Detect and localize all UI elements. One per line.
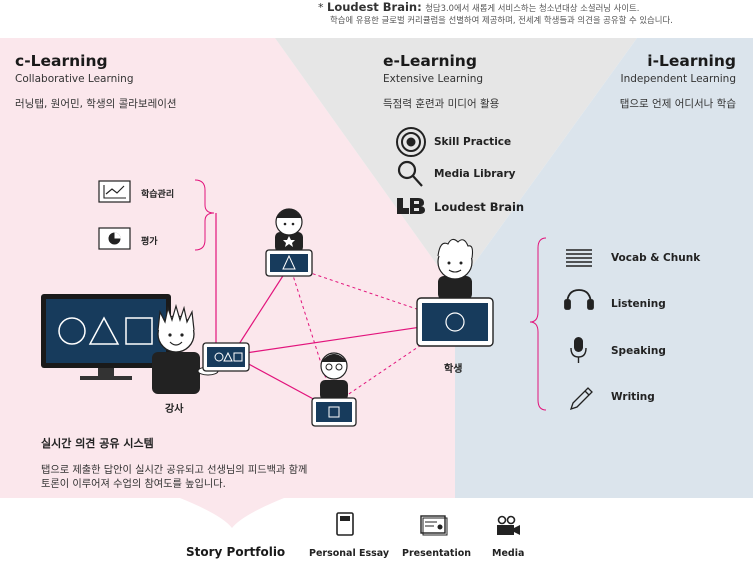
- teacher-tablet: [202, 342, 250, 372]
- notebook-icon: [336, 512, 354, 536]
- lines-icon: [566, 249, 592, 267]
- student-figure-1: [265, 208, 313, 277]
- tool-learning-management[interactable]: 학습관리: [141, 190, 175, 200]
- pencil-icon: [569, 387, 593, 411]
- system-desc-line-1: 탭으로 제출한 답안이 실시간 공유되고 선생님의 피드백과 함께: [41, 465, 308, 476]
- i-item-speaking[interactable]: Speaking: [611, 345, 666, 357]
- e-item-skill-practice[interactable]: Skill Practice: [434, 136, 512, 148]
- portfolio-media[interactable]: Media: [492, 548, 525, 559]
- pie-icon: [98, 227, 131, 250]
- e-learning-subtitle: Extensive Learning: [383, 73, 484, 85]
- e-learning-region: [275, 38, 637, 290]
- i-learning-region: [455, 38, 753, 498]
- teacher-figure: [152, 303, 219, 394]
- e-item-loudest-brain[interactable]: Loudest Brain: [434, 200, 525, 214]
- system-desc-line-2: 토론이 이루어져 수업의 참여도를 높입니다.: [41, 479, 226, 490]
- c-learning-arrow-tip: [0, 498, 284, 528]
- headphones-icon: [564, 289, 594, 310]
- classroom-display: [41, 294, 171, 380]
- tools-brace: [194, 179, 215, 251]
- c-learning-title: c-Learning: [15, 52, 108, 70]
- student-figure-3: [311, 352, 357, 427]
- i-learning-title: i-Learning: [647, 52, 736, 70]
- teacher-label: 강사: [165, 404, 184, 415]
- note-title: * Loudest Brain: 청담3.0에서 새롭게 서비스하는 청소년대상…: [318, 0, 640, 14]
- e-item-media-library[interactable]: Media Library: [434, 168, 516, 180]
- i-learning-brace: [529, 237, 547, 411]
- microphone-icon: [570, 337, 587, 363]
- tool-evaluation[interactable]: 평가: [141, 237, 158, 247]
- c-learning-desc: 러닝탭, 원어민, 학생의 콜라보레이션: [15, 98, 177, 110]
- portfolio-personal-essay[interactable]: Personal Essay: [309, 548, 390, 559]
- i-item-writing[interactable]: Writing: [611, 391, 655, 403]
- main-student-figure: [416, 238, 494, 347]
- magnifier-icon: [397, 160, 423, 187]
- c-learning-subtitle: Collaborative Learning: [15, 73, 134, 85]
- portfolio-presentation[interactable]: Presentation: [402, 548, 471, 559]
- i-item-listening[interactable]: Listening: [611, 298, 666, 310]
- teacher-student1-line: [231, 267, 289, 356]
- presentation-icon: [420, 515, 448, 536]
- student-label: 학생: [444, 364, 463, 375]
- e-learning-desc: 득점력 훈련과 미디어 활용: [383, 98, 500, 110]
- note-line: 학습에 유용한 글로벌 커리큘럼을 선별하여 제공하며, 전세계 학생들과 의견…: [330, 15, 673, 25]
- system-title: 실시간 의견 공유 시스템: [41, 437, 154, 450]
- chart-icon: [98, 180, 131, 203]
- video-camera-icon: [497, 515, 520, 535]
- e-learning-title: e-Learning: [383, 52, 477, 70]
- target-icon: [396, 127, 426, 157]
- i-item-vocab-chunk[interactable]: Vocab & Chunk: [611, 252, 701, 264]
- i-learning-desc: 탭으로 언제 어디서나 학습: [619, 98, 736, 110]
- lb-logo-icon: [397, 198, 425, 214]
- story-portfolio-title: Story Portfolio: [186, 545, 286, 559]
- i-learning-subtitle: Independent Learning: [620, 73, 736, 85]
